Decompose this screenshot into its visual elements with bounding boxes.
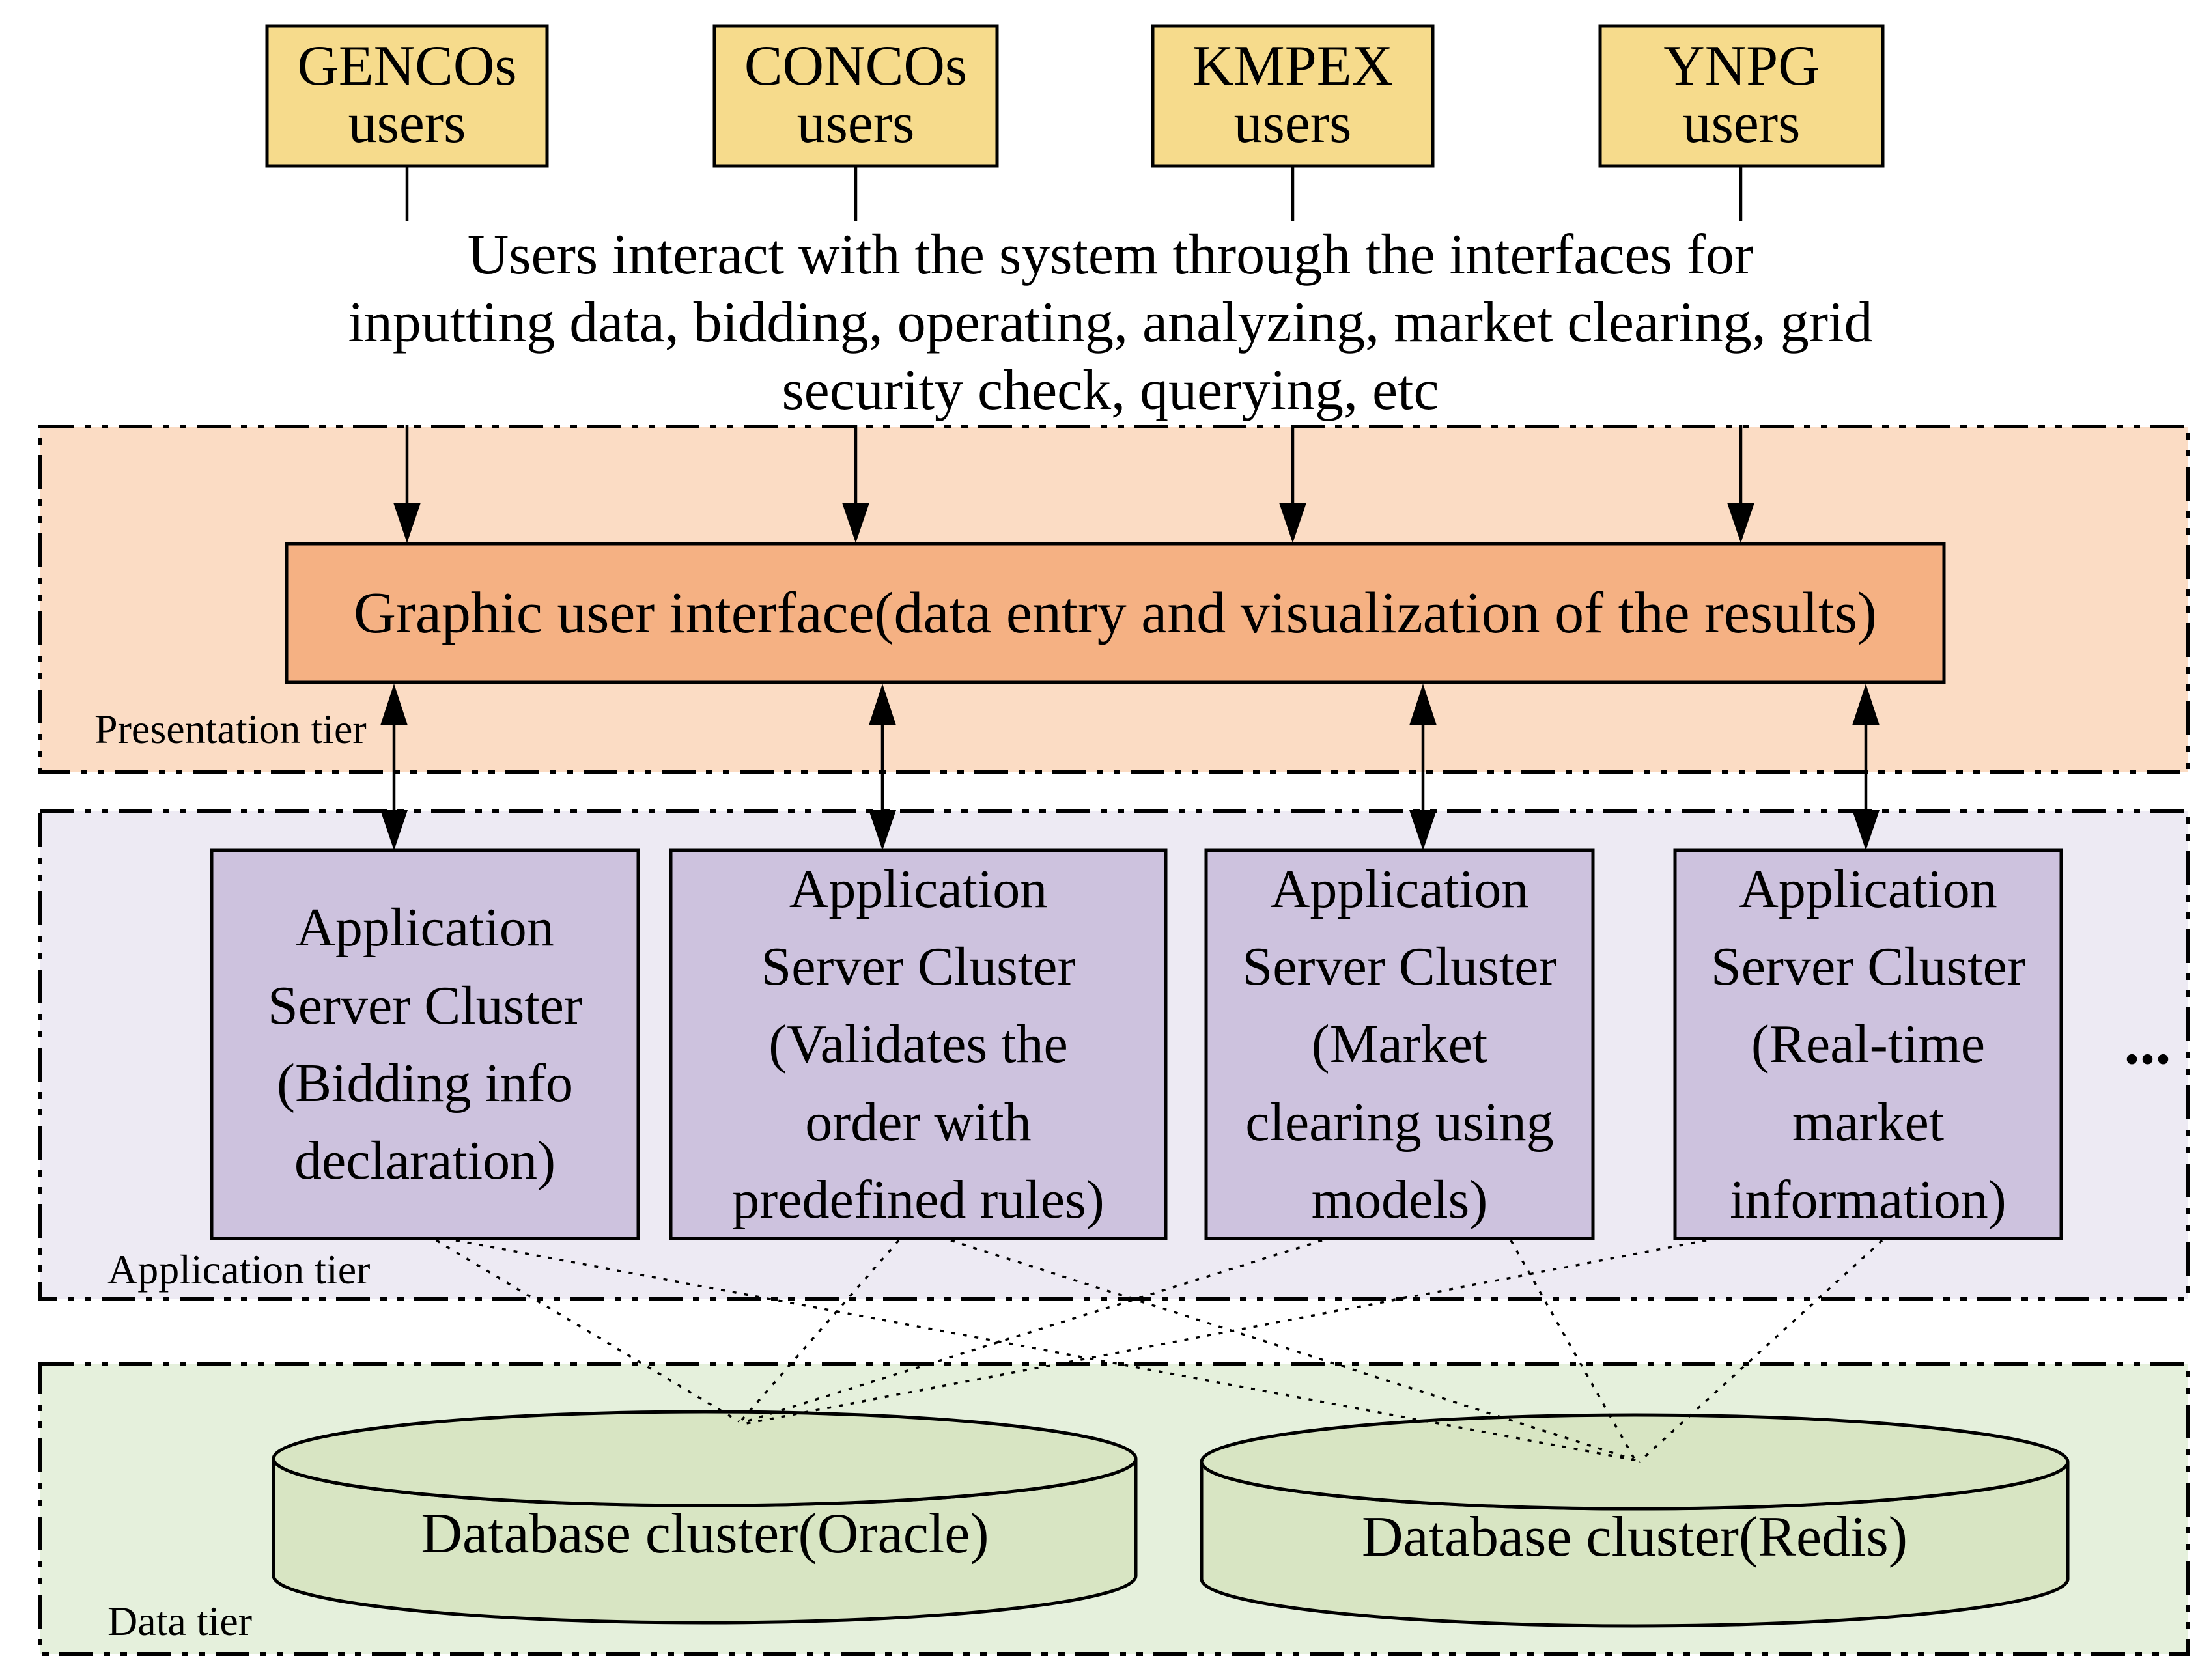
interaction-note: Users interact with the system through t… [163,221,2058,425]
server-text-line: (Real-time [1751,1014,1986,1075]
actor-role-label: users [796,92,915,155]
server-text-line: declaration) [294,1130,556,1192]
presentation-tier-label: Presentation tier [94,706,367,752]
server-text-line: Server Cluster [1242,936,1557,998]
actor-gencos: GENCOs users [267,26,547,166]
server-text-line: clearing using [1245,1091,1554,1153]
server-text-line: models) [1311,1169,1488,1230]
actor-box-gencos [265,24,549,168]
server-text-line: (Bidding info [277,1053,573,1113]
gui-box [285,542,1946,684]
server-text-line: predefined rules) [732,1169,1105,1230]
redis-database-label: Database cluster(Redis) [1361,1505,1908,1569]
interaction-note-line: inputting data, bidding, operating, anal… [348,290,1873,354]
server-to-database-links [436,1239,1883,1463]
actor-org-label: YNPG [1663,35,1820,98]
actor-ynpg: YNPG users [1600,26,1883,166]
server-text-line: information) [1730,1169,2007,1230]
server-text-line: Server Cluster [268,975,582,1036]
actor-kmpex: KMPEX users [1153,26,1433,166]
actor-box-ynpg [1598,24,1885,168]
server-text-line: order with [805,1091,1032,1153]
server-text-line: Server Cluster [1711,936,2025,998]
oracle-cylinder-top [272,1410,1138,1507]
interaction-note-line: Users interact with the system through t… [467,223,1754,287]
data-tier-label: Data tier [107,1598,253,1644]
server-bidding-label: Application Server Cluster (Bidding info… [212,850,638,1239]
server-text-line: Application [789,858,1048,919]
application-tier-label: Application tier [107,1246,371,1293]
server-text-line: market [1792,1091,1945,1153]
oracle-database-label: Database cluster(Oracle) [421,1502,989,1565]
actor-box-kmpex [1151,24,1435,168]
actor-org-label: CONCOs [744,35,968,98]
server-text-line: (Market [1311,1014,1488,1075]
server-realtime-label: Application Server Cluster (Real-time ma… [1675,850,2061,1239]
server-clearing-label: Application Server Cluster (Market clear… [1206,850,1593,1239]
server-text-line: Application [296,897,554,959]
actor-org-label: KMPEX [1192,35,1394,98]
redis-cylinder-top [1200,1413,2070,1511]
server-box-bidding [210,848,640,1240]
actor-concos: CONCOs users [714,26,997,166]
gui-box-label: Graphic user interface(data entry and vi… [353,581,1878,645]
more-servers-ellipsis: ... [2124,1007,2171,1077]
server-box-realtime [1673,848,2063,1240]
server-text-line: Application [1739,858,1997,919]
server-text-line: (Validates the [768,1014,1068,1075]
server-validation-label: Application Server Cluster (Validates th… [671,850,1166,1239]
gui-to-server-arrows [380,684,1880,850]
actor-role-label: users [348,92,466,155]
interaction-note-line: security check, querying, etc [782,358,1439,422]
server-box-validation [669,848,1168,1240]
server-text-line: Server Cluster [761,936,1076,998]
server-box-clearing [1204,848,1595,1240]
actor-box-concos [712,24,999,168]
server-text-line: Application [1270,858,1529,919]
actor-role-label: users [1682,92,1801,155]
actor-org-label: GENCOs [297,35,517,98]
actor-role-label: users [1233,92,1352,155]
